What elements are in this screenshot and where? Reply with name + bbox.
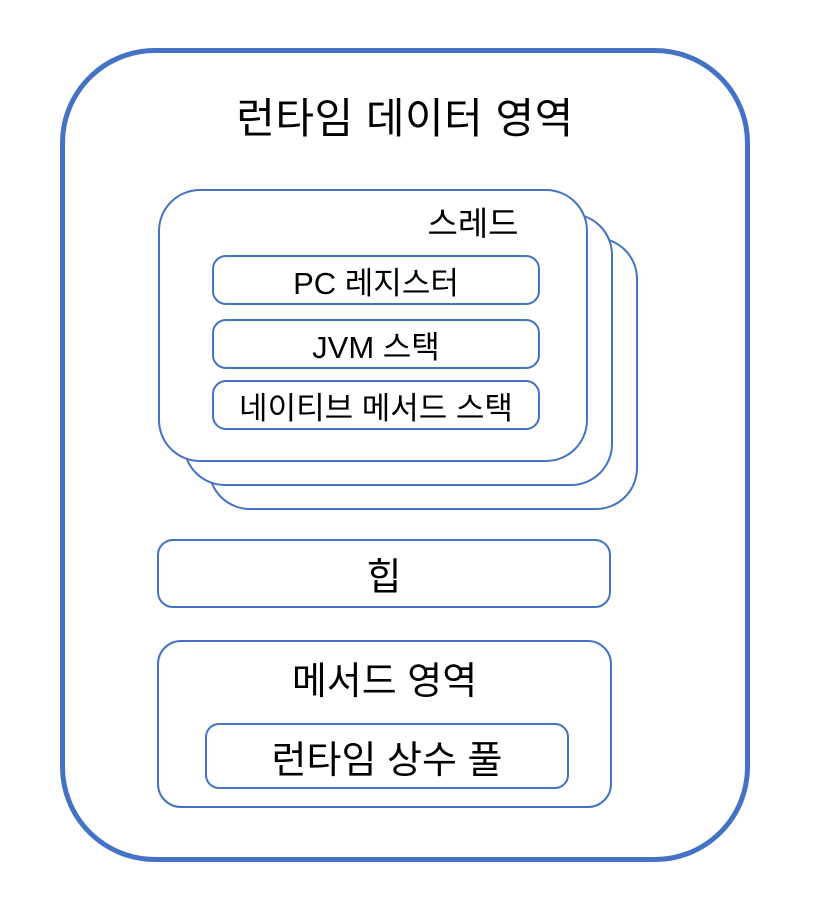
jvm-stack-box: JVM 스택 [212, 319, 540, 369]
method-area-box: 메서드 영역 런타임 상수 풀 [157, 640, 612, 808]
native-method-stack-box: 네이티브 메서드 스택 [212, 380, 540, 430]
pc-register-box: PC 레지스터 [212, 255, 540, 305]
thread-label: 스레드 [427, 205, 519, 242]
diagram-title: 런타임 데이터 영역 [236, 95, 574, 142]
thread-card-front: 스레드 PC 레지스터 JVM 스택 네이티브 메서드 스택 [158, 189, 588, 462]
runtime-constant-pool-box: 런타임 상수 풀 [205, 723, 569, 789]
runtime-data-area-box: 런타임 데이터 영역 스레드 PC 레지스터 JVM 스택 네이티브 메서드 스… [60, 48, 750, 862]
method-area-label: 메서드 영역 [291, 661, 478, 703]
heap-box: 힙 [157, 539, 611, 608]
thread-stack-group: 스레드 PC 레지스터 JVM 스택 네이티브 메서드 스택 [158, 189, 640, 511]
